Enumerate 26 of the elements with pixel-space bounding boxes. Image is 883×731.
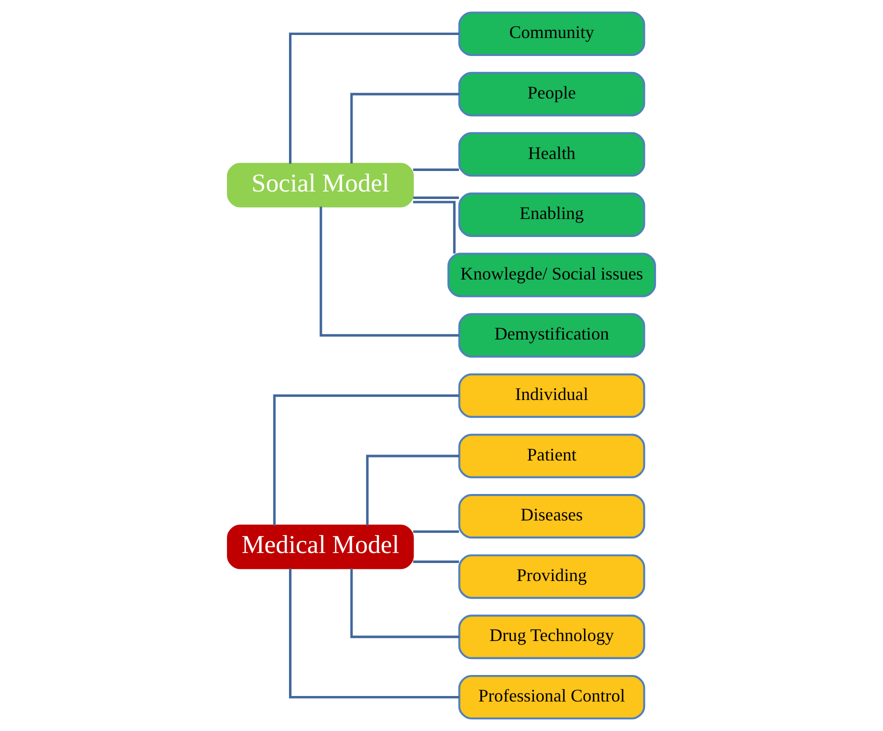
- connector: [289, 568, 460, 698]
- node-box: People: [458, 72, 646, 116]
- connector: [413, 530, 459, 533]
- node-box: Social Model: [226, 162, 414, 208]
- node-box: Demystification: [458, 313, 646, 358]
- connector: [289, 32, 460, 164]
- connector: [413, 560, 459, 563]
- connector: [350, 92, 460, 164]
- connector: [273, 394, 459, 526]
- connector: [413, 168, 459, 171]
- node-box: Medical Model: [226, 524, 414, 570]
- connector: [350, 568, 460, 638]
- node-box: Patient: [458, 434, 646, 478]
- connector: [413, 196, 459, 199]
- node-box: Knowlegde/ Social issues: [447, 252, 656, 298]
- node-box: Community: [458, 12, 646, 56]
- node-box: Providing: [458, 554, 646, 599]
- node-box: Health: [458, 132, 646, 177]
- connector: [413, 200, 456, 254]
- node-box: Drug Technology: [458, 614, 646, 660]
- node-box: Enabling: [458, 192, 646, 237]
- connector: [320, 206, 460, 337]
- node-box: Individual: [458, 373, 646, 418]
- node-box: Professional Control: [458, 674, 646, 720]
- node-box: Diseases: [458, 494, 646, 539]
- connector: [366, 454, 460, 526]
